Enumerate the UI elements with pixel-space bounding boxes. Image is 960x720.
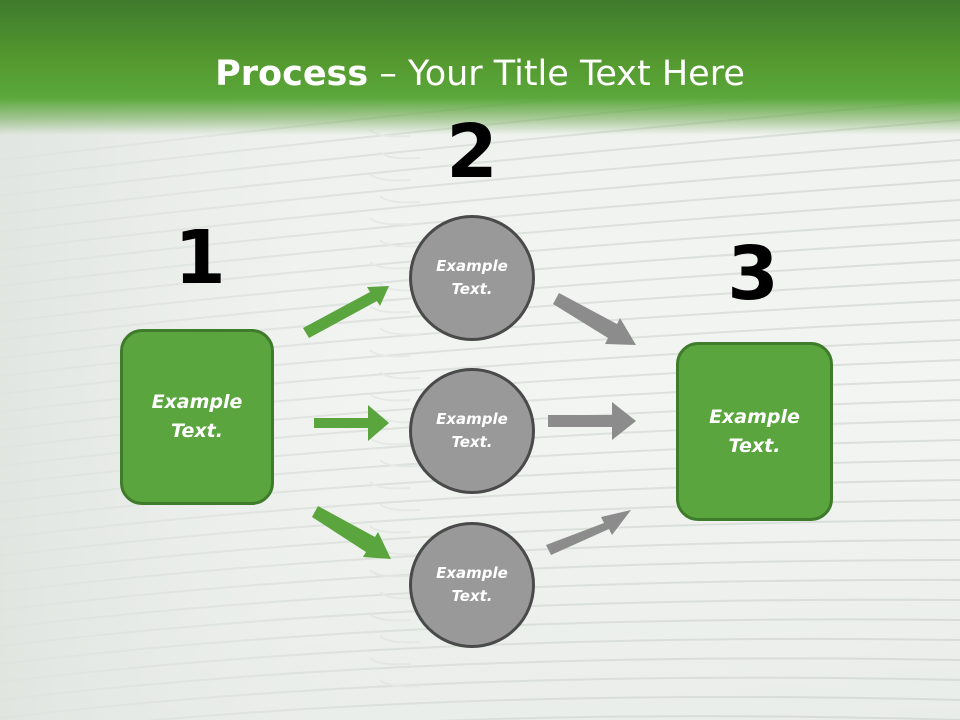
step-number-3: 3 (727, 231, 779, 317)
circle-bottom-text: Example Text. (436, 564, 508, 605)
start-box-text: Example Text. (151, 391, 243, 442)
end-box: Example Text. (676, 342, 833, 521)
title-bar (0, 0, 960, 135)
end-box-text: Example Text. (709, 405, 800, 457)
step-number-2: 2 (446, 109, 498, 195)
circle-bottom: Example Text. (409, 522, 535, 648)
circle-middle: Example Text. (409, 368, 535, 494)
title-rest: – Your Title Text Here (368, 54, 745, 94)
circle-middle-text: Example Text. (436, 410, 508, 451)
start-box: Example Text. (120, 329, 274, 505)
step-number-1: 1 (174, 215, 226, 301)
page-title: Process – Your Title Text Here (0, 52, 960, 96)
circle-top-text: Example Text. (436, 257, 508, 298)
title-bold: Process (215, 54, 369, 94)
circle-top: Example Text. (409, 215, 535, 341)
